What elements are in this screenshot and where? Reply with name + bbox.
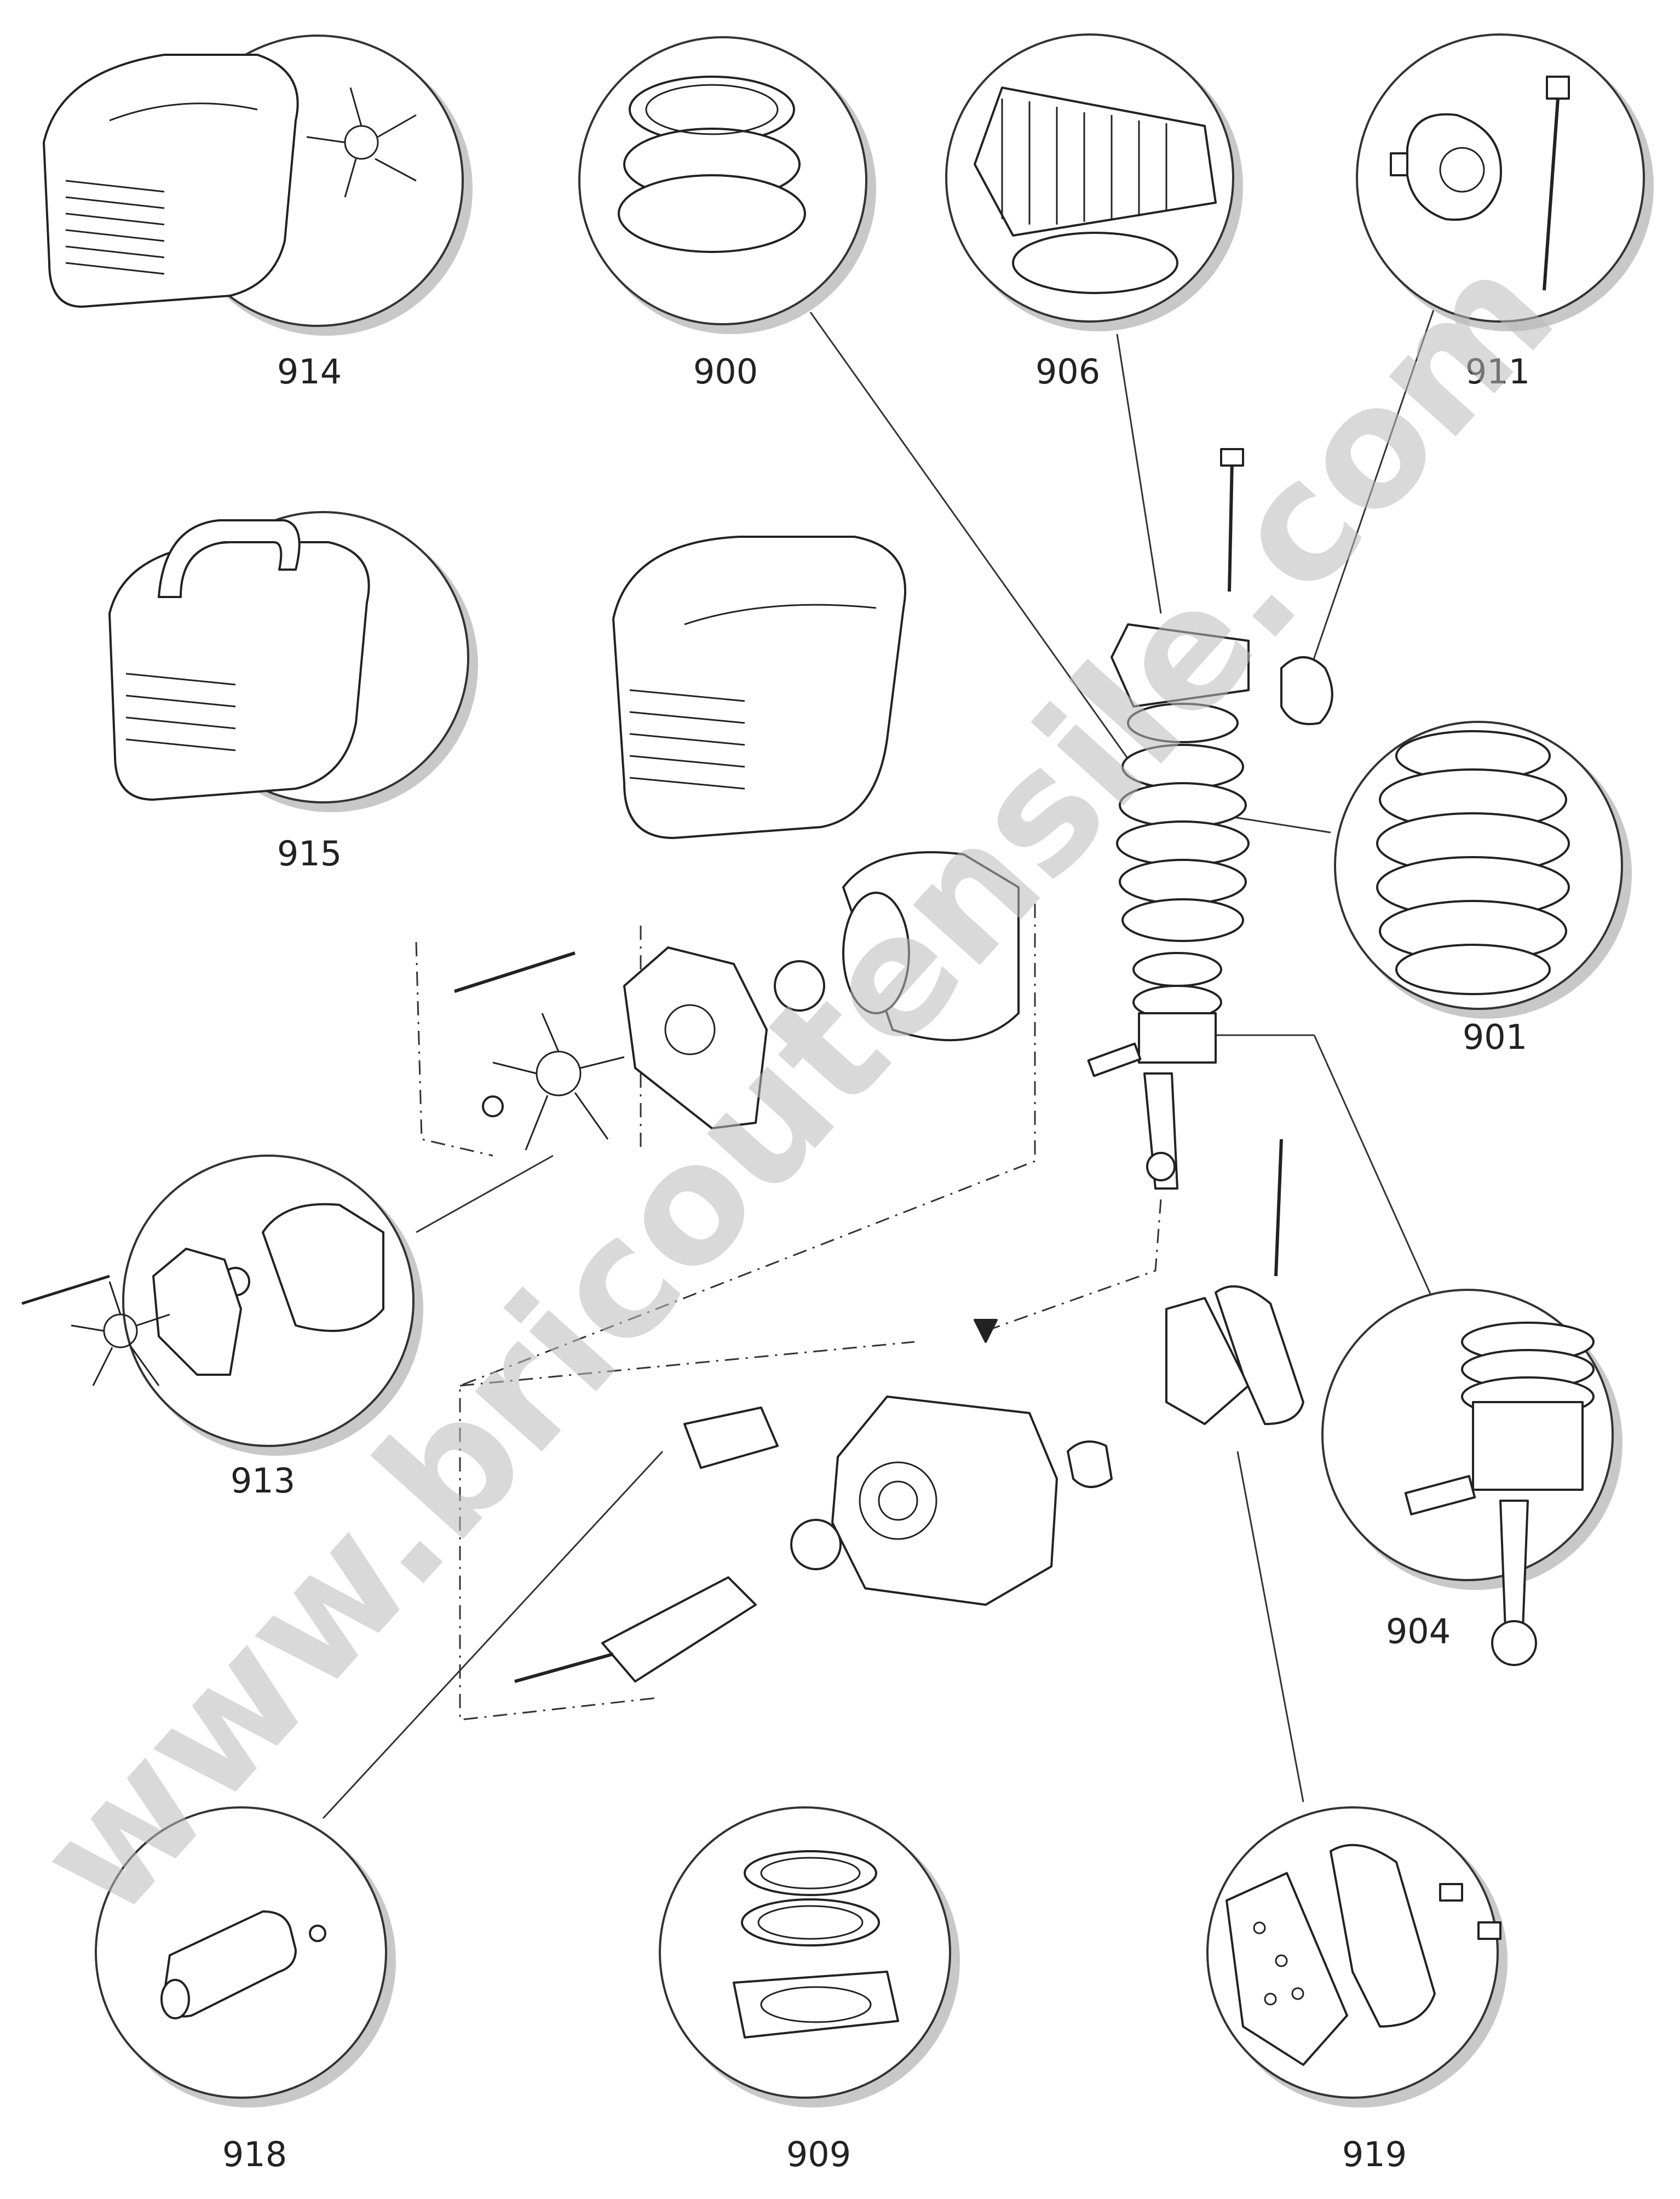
watermark: www.bricoutensile.com (2, 217, 1590, 1952)
callout-914: 914 (277, 352, 342, 392)
part-913-detail (21, 1155, 423, 1456)
dipstick-icon (1543, 76, 1570, 291)
part-900-detail (578, 36, 876, 334)
fan-icon (492, 1013, 625, 1151)
assembly-guides (415, 904, 1162, 1721)
crankcase-assembly (514, 1139, 1304, 1683)
part-914-detail (43, 35, 473, 336)
motor-stator-assembly (454, 851, 1020, 1151)
leader-lines (322, 306, 1436, 1819)
part-906-detail (945, 33, 1243, 331)
callout-900: 900 (693, 352, 758, 392)
callout-906: 906 (1035, 352, 1100, 392)
part-904-detail (1321, 1289, 1623, 1666)
callout-915: 915 (277, 834, 342, 874)
callout-918: 918 (222, 2134, 287, 2174)
fan-icon (306, 87, 417, 198)
part-918-detail (95, 1806, 396, 2108)
callout-904: 904 (1386, 1611, 1451, 1651)
callout-901: 901 (1463, 1017, 1527, 1057)
callout-909: 909 (786, 2134, 851, 2174)
part-901-detail (1334, 721, 1632, 1019)
callout-919: 919 (1342, 2134, 1407, 2174)
shroud-cover-assembly (612, 536, 907, 839)
callout-913: 913 (231, 1461, 295, 1501)
cylinder-assembly (1087, 448, 1333, 1190)
part-911-detail (1356, 33, 1654, 331)
part-919-detail (1206, 1806, 1508, 2108)
fan-icon (71, 1281, 170, 1386)
part-909-detail (659, 1806, 960, 2108)
part-915-detail (108, 511, 478, 812)
callout-911: 911 (1465, 352, 1530, 392)
